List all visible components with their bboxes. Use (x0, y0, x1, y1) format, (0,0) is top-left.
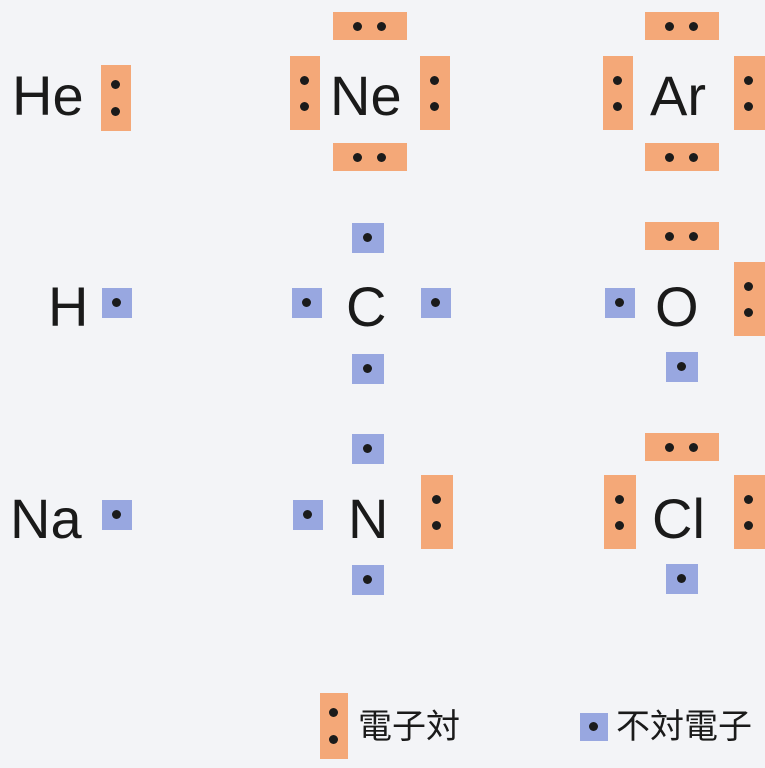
electron-dot (689, 22, 698, 31)
electron-dot (665, 232, 674, 241)
electron-pair (734, 262, 765, 336)
electron-dot (363, 575, 372, 584)
electron-dot (744, 521, 753, 530)
electron-dot (430, 76, 439, 85)
electron-dot (363, 444, 372, 453)
electron-dot (303, 510, 312, 519)
electron-pair (333, 143, 407, 171)
electron-pair (645, 12, 719, 40)
unpaired-electron (421, 288, 451, 318)
electron-dot (665, 22, 674, 31)
electron-dot (302, 298, 311, 307)
atom-symbol-he: He (12, 64, 84, 127)
legend-pair-label: 電子対 (358, 707, 460, 747)
atom-symbol-n: N (348, 487, 389, 550)
unpaired-electron (352, 354, 384, 384)
atom-symbol-na: Na (10, 487, 82, 550)
electron-pair (734, 56, 765, 130)
legend-pair-swatch (320, 693, 348, 759)
electron-pair (734, 475, 765, 549)
electron-pair (333, 12, 407, 40)
electron-pair (101, 65, 131, 131)
electron-dot (615, 298, 624, 307)
electron-dot (112, 510, 121, 519)
electron-dot (377, 22, 386, 31)
electron-dot (677, 362, 686, 371)
electron-pair (420, 56, 450, 130)
electron-dot (329, 708, 338, 717)
unpaired-electron (352, 434, 384, 464)
electron-pair (645, 143, 719, 171)
unpaired-electron (292, 288, 322, 318)
legend-unpaired-label: 不対電子 (616, 707, 752, 747)
electron-dot (432, 521, 441, 530)
unpaired-electron (666, 564, 698, 594)
electron-pair (290, 56, 320, 130)
electron-pair (645, 433, 719, 461)
atom-symbol-o: O (655, 275, 699, 338)
unpaired-electron (293, 500, 323, 530)
electron-dot (744, 495, 753, 504)
electron-pair (421, 475, 453, 549)
electron-pair (645, 222, 719, 250)
electron-dot (613, 102, 622, 111)
unpaired-electron (102, 500, 132, 530)
electron-dot (363, 233, 372, 242)
electron-dot (665, 443, 674, 452)
electron-dot (111, 80, 120, 89)
electron-dot (300, 76, 309, 85)
electron-dot (615, 521, 624, 530)
unpaired-electron (352, 223, 384, 253)
electron-dot (300, 102, 309, 111)
atom-symbol-cl: Cl (652, 487, 705, 550)
electron-dot (615, 495, 624, 504)
unpaired-electron (605, 288, 635, 318)
atom-symbol-c: C (346, 275, 387, 338)
electron-dot (363, 364, 372, 373)
electron-dot (377, 153, 386, 162)
electron-dot (689, 153, 698, 162)
electron-dot (589, 722, 598, 731)
electron-dot (744, 282, 753, 291)
electron-pair (603, 56, 633, 130)
electron-dot (430, 102, 439, 111)
atom-symbol-h: H (48, 275, 89, 338)
electron-dot (613, 76, 622, 85)
unpaired-electron (666, 352, 698, 382)
electron-dot (112, 298, 121, 307)
unpaired-electron (352, 565, 384, 595)
electron-dot (353, 22, 362, 31)
electron-pair (604, 475, 636, 549)
electron-dot (689, 443, 698, 452)
unpaired-electron (102, 288, 132, 318)
electron-dot (744, 308, 753, 317)
electron-dot (665, 153, 674, 162)
electron-dot (677, 574, 686, 583)
electron-dot (432, 495, 441, 504)
electron-dot (353, 153, 362, 162)
legend-unpaired-swatch (580, 713, 608, 741)
electron-dot (329, 735, 338, 744)
electron-dot (744, 102, 753, 111)
atom-symbol-ar: Ar (650, 64, 706, 127)
electron-dot (744, 76, 753, 85)
atom-symbol-ne: Ne (330, 64, 402, 127)
electron-dot (431, 298, 440, 307)
electron-dot (689, 232, 698, 241)
electron-dot (111, 107, 120, 116)
